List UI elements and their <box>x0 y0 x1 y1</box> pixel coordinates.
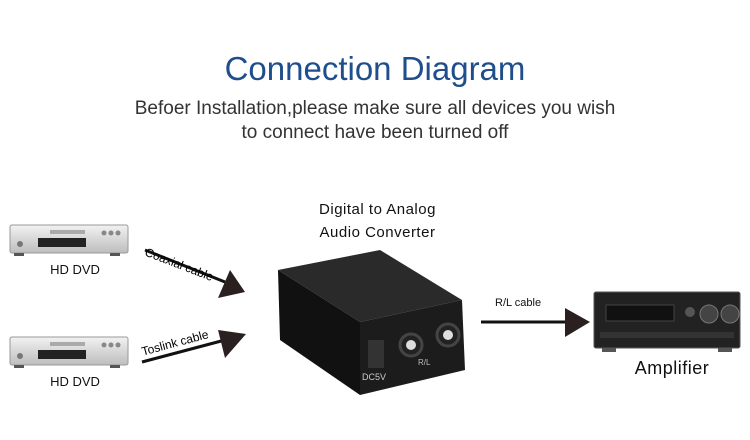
dvd-label-1: HD DVD <box>50 262 100 277</box>
page-title: Connection Diagram <box>224 50 526 87</box>
rl-arrow <box>481 308 590 337</box>
amplifier-label: Amplifier <box>634 358 710 378</box>
rl-cable-label: R/L cable <box>495 297 542 309</box>
subtitle-line-1: Befoer Installation,please make sure all… <box>134 98 616 119</box>
amplifier-icon <box>593 291 741 352</box>
dvd-player-icon <box>9 224 129 256</box>
converter-title-line-1: Digital to Analog <box>319 201 436 218</box>
power-port-label: DC5V <box>362 372 387 382</box>
converter-box-icon <box>278 250 465 395</box>
converter-title-line-2: Audio Converter <box>319 224 436 241</box>
subtitle-line-2: to connect have been turned off <box>241 122 509 143</box>
dvd-player-icon <box>9 336 129 368</box>
output-port-label: R/L <box>418 358 431 367</box>
toslink-arrow <box>141 330 246 364</box>
dvd-label-2: HD DVD <box>50 374 100 389</box>
coaxial-arrow <box>144 248 245 298</box>
